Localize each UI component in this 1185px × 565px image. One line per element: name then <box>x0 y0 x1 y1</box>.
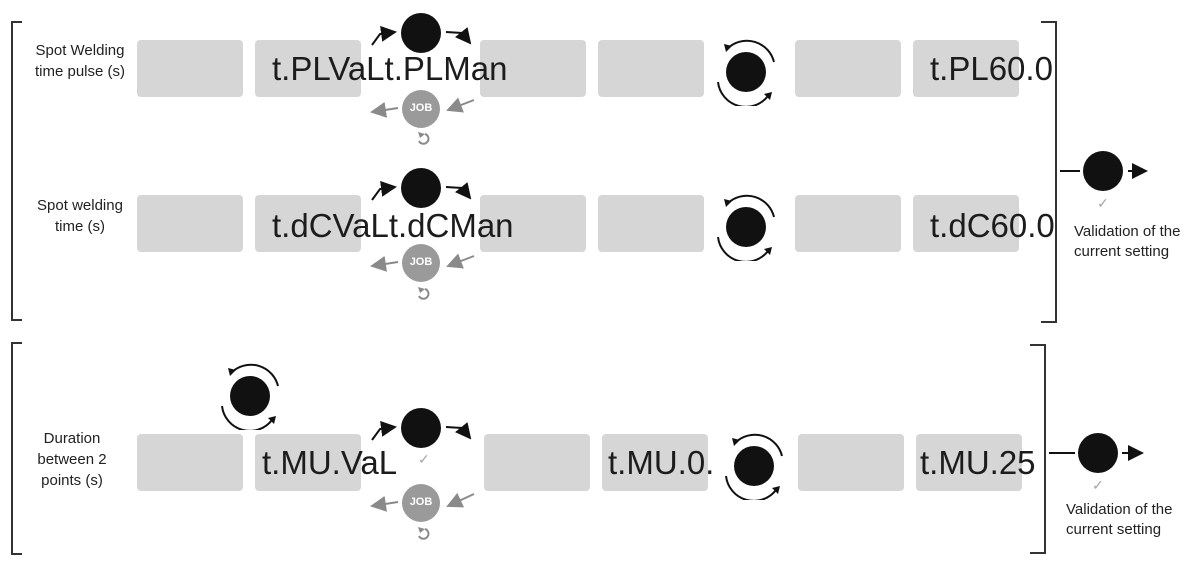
back-arrow-icon <box>418 132 430 145</box>
row-2-display-box-3 <box>480 195 586 252</box>
row-2-display-3: t.dC <box>388 207 450 244</box>
row-1-display-a: t.PLVaLt.PLMan <box>272 52 507 85</box>
row-1-display-5: t.PL <box>930 50 989 87</box>
back-arrow-icon <box>418 287 430 300</box>
knob-press-icon <box>401 168 441 208</box>
row-1-display-box-2 <box>255 40 361 97</box>
row-2-label: Spot welding time (s) <box>37 197 123 235</box>
row-3-display-5: t.MU. <box>920 444 999 481</box>
row-1-display-box-3 <box>480 40 586 97</box>
job-button-label: JOB <box>409 256 433 268</box>
row-2-display-b: t.dC60.0 <box>930 209 1055 242</box>
row-3-display-2: VaL <box>340 444 398 481</box>
job-button-icon <box>402 484 440 522</box>
row-2-display-a: t.dCVaLt.dCMan <box>272 209 514 242</box>
section-2-left-bracket <box>11 342 22 555</box>
job-button-icon <box>402 90 440 128</box>
row-2-display-box-4 <box>598 195 704 252</box>
section-1-right-bracket <box>1041 21 1057 323</box>
knob-press-icon <box>1083 151 1123 191</box>
row-3-display-6: 25 <box>998 444 1036 481</box>
knob-rotate-icon <box>221 363 279 430</box>
row-3-display-c: t.MU.25 <box>920 446 1036 479</box>
knob-press-icon <box>401 408 441 448</box>
row-3-display-a: t.MU.VaL <box>262 446 397 479</box>
row-1-display-1: t.PL <box>272 50 329 87</box>
check-icon: ✓ <box>1097 195 1109 211</box>
row-3-display-box-1 <box>137 434 243 491</box>
row-1-display-b: t.PL60.0 <box>930 52 1053 85</box>
row-3-display-box-3 <box>484 434 590 491</box>
row-1-display-6: 60.0 <box>988 50 1053 87</box>
row-1-display-box-1 <box>137 40 243 97</box>
row-3-display-box-2 <box>255 434 361 491</box>
row-2-display-4: Man <box>449 207 514 244</box>
row-1-display-3: t.PL <box>384 50 444 87</box>
row-2-display-2: VaL <box>332 207 389 244</box>
job-button-icon <box>402 244 440 282</box>
row-3-display-1: t.MU. <box>262 444 341 481</box>
row-3-label: Duration between 2 points (s) <box>37 430 107 489</box>
check-icon: ✓ <box>418 451 430 467</box>
row-3-display-box-6 <box>916 434 1022 491</box>
knob-rotate-icon <box>717 194 775 261</box>
row-2-display-5: t.dC <box>930 207 991 244</box>
row-2-display-box-5 <box>795 195 901 252</box>
row-2-display-box-1 <box>137 195 243 252</box>
row-2-display-6: 60.0 <box>990 207 1055 244</box>
section-2-right-bracket <box>1030 344 1046 554</box>
job-button-label: JOB <box>409 496 433 508</box>
row-3-display-box-4 <box>602 434 708 491</box>
row-1-display-4: Man <box>443 50 508 87</box>
knob-press-icon <box>401 13 441 53</box>
row-2-display-1: t.dC <box>272 207 333 244</box>
knob-rotate-icon <box>717 39 775 106</box>
row-2-display-box-2 <box>255 195 361 252</box>
row-1-display-box-5 <box>795 40 901 97</box>
row-3-display-box-5 <box>798 434 904 491</box>
section-1-validation-text: Validation of the current setting <box>1074 223 1181 260</box>
row-1-label: Spot Welding time pulse (s) <box>34 42 126 80</box>
row-3-display-b: t.MU.0. <box>608 446 714 479</box>
row-1-display-box-6 <box>913 40 1019 97</box>
knob-rotate-icon <box>725 433 783 500</box>
row-3-display-4: 0. <box>686 444 715 481</box>
knob-press-icon <box>1078 433 1118 473</box>
job-button-label: JOB <box>409 102 433 114</box>
check-icon: ✓ <box>1092 477 1104 493</box>
row-2-display-box-6 <box>913 195 1019 252</box>
section-2-validation-text: Validation of the current setting <box>1066 501 1173 538</box>
back-arrow-icon <box>418 527 430 540</box>
row-1-display-box-4 <box>598 40 704 97</box>
section-1-left-bracket <box>11 21 22 321</box>
row-3-display-3: t.MU. <box>608 444 687 481</box>
row-1-display-2: VaL <box>328 50 385 87</box>
